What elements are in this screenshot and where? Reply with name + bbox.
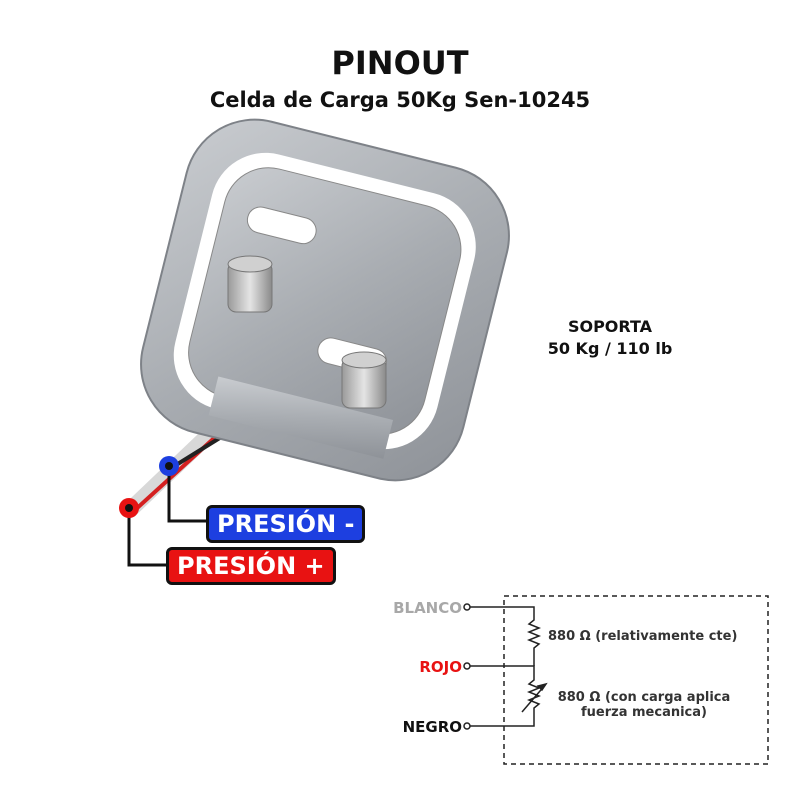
resistor-variable-label: 880 Ω (con carga aplica fuerza mecanica) xyxy=(554,690,734,720)
pin-label-presion-minus: PRESIÓN - xyxy=(206,505,366,543)
wire-label-negro: NEGRO xyxy=(402,718,462,736)
capacity-value: 50 Kg / 110 lb xyxy=(547,339,673,358)
pin-label-presion-plus: PRESIÓN + xyxy=(166,547,336,585)
bolt-icon xyxy=(341,351,387,409)
resistor-fixed-label: 880 Ω (relativamente cte) xyxy=(548,629,738,644)
bolt-icon xyxy=(227,255,273,313)
schematic-circuit xyxy=(463,595,769,765)
page-title: PINOUT xyxy=(331,44,469,82)
resistor-variable-line1: 880 Ω (con carga aplica xyxy=(557,690,731,705)
wire-label-rojo: ROJO xyxy=(419,658,462,676)
page-subtitle: Celda de Carga 50Kg Sen-10245 xyxy=(209,88,591,112)
resistor-variable-line2: fuerza mecanica) xyxy=(581,705,707,720)
capacity-label: SOPORTA xyxy=(567,317,653,336)
capacity-info: SOPORTA 50 Kg / 110 lb xyxy=(540,316,680,360)
wire-label-blanco: BLANCO xyxy=(393,599,462,617)
load-cell-plate xyxy=(140,118,510,482)
